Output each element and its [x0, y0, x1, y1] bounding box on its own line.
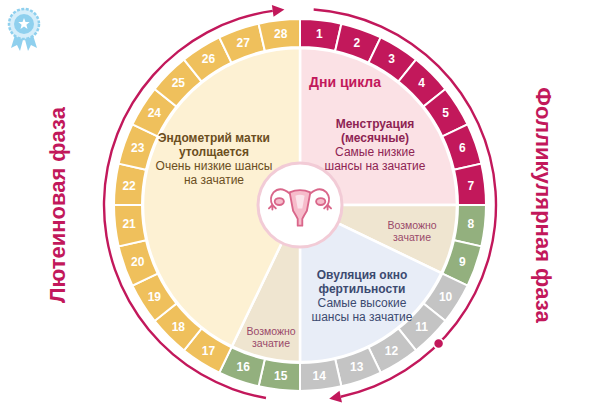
sector-heading: Овуляция окно фертильности — [303, 269, 421, 297]
day-cell — [442, 124, 481, 170]
day-number: 20 — [131, 256, 144, 268]
phase-sector-text: Эндометрий матки утолщаетсяОчень низкие … — [153, 132, 275, 187]
uterus-emblem — [258, 163, 342, 247]
arrow-head — [272, 5, 285, 17]
day-number: 10 — [439, 291, 452, 303]
day-number: 2 — [353, 37, 360, 49]
sector-note: Возможно зачатие — [243, 325, 299, 349]
day-number: 8 — [468, 218, 475, 230]
sector-note: Возможно зачатие — [382, 219, 442, 243]
day-number: 14 — [313, 370, 326, 382]
day-number: 21 — [122, 218, 135, 230]
day-cell — [454, 164, 486, 205]
day-number: 7 — [468, 180, 475, 192]
phase-arrows — [103, 5, 497, 403]
sector-note: Самые низкие шансы на зачатие — [323, 146, 427, 174]
day-number: 22 — [122, 180, 135, 192]
day-number: 27 — [237, 37, 250, 49]
day-number: 11 — [415, 321, 428, 333]
phase-sector-text: Овуляция окно фертильностиСамые высокие … — [301, 269, 423, 324]
cycle-ring — [114, 19, 486, 391]
day-cell — [259, 19, 300, 51]
phase-label: Лютеиновая фаза — [47, 107, 69, 303]
cycle-days-title: Дни цикла — [309, 75, 381, 89]
day-number: 28 — [274, 28, 287, 40]
day-number: 4 — [418, 77, 425, 89]
day-cell — [300, 359, 341, 391]
day-number: 13 — [350, 361, 363, 373]
day-number: 23 — [131, 142, 144, 154]
day-cell — [335, 347, 381, 386]
day-number: 1 — [316, 28, 323, 40]
day-cell — [114, 205, 146, 246]
sector-note: Очень низкие шансы на зачатие — [155, 160, 273, 188]
day-number: 15 — [274, 370, 287, 382]
phase-sector-text: Менструация (месячные)Самые низкие шансы… — [321, 118, 429, 173]
phase-sector-text: Возможно зачатие — [380, 219, 444, 243]
day-cell — [300, 19, 341, 51]
day-number: 18 — [172, 321, 185, 333]
day-number: 17 — [202, 345, 215, 357]
day-number: 5 — [442, 107, 449, 119]
day-number: 24 — [148, 107, 161, 119]
phase-sector-text: Возможно зачатие — [241, 325, 301, 349]
day-cell — [259, 359, 300, 391]
sector-note: Самые высокие шансы на зачатие — [303, 297, 421, 325]
phase-label: Фолликулярная фаза — [532, 87, 554, 322]
day-number: 25 — [172, 77, 185, 89]
day-cell — [114, 164, 146, 205]
sector-heading: Менструация (месячные) — [323, 118, 427, 146]
day-number: 12 — [385, 345, 398, 357]
arrow-head — [329, 391, 342, 403]
phase-arc — [103, 10, 273, 399]
day-number: 19 — [148, 291, 161, 303]
day-number: 26 — [202, 53, 215, 65]
day-cell — [454, 205, 486, 246]
badge-icon — [9, 9, 39, 51]
day-cell — [119, 240, 158, 286]
ovulation-dot — [434, 339, 444, 349]
day-cell — [219, 24, 265, 63]
day-number: 9 — [459, 256, 466, 268]
day-number: 16 — [237, 361, 250, 373]
day-number: 3 — [388, 53, 395, 65]
day-number: 6 — [459, 142, 466, 154]
phase-arc — [314, 8, 498, 398]
sector-heading: Эндометрий матки утолщается — [155, 132, 273, 160]
